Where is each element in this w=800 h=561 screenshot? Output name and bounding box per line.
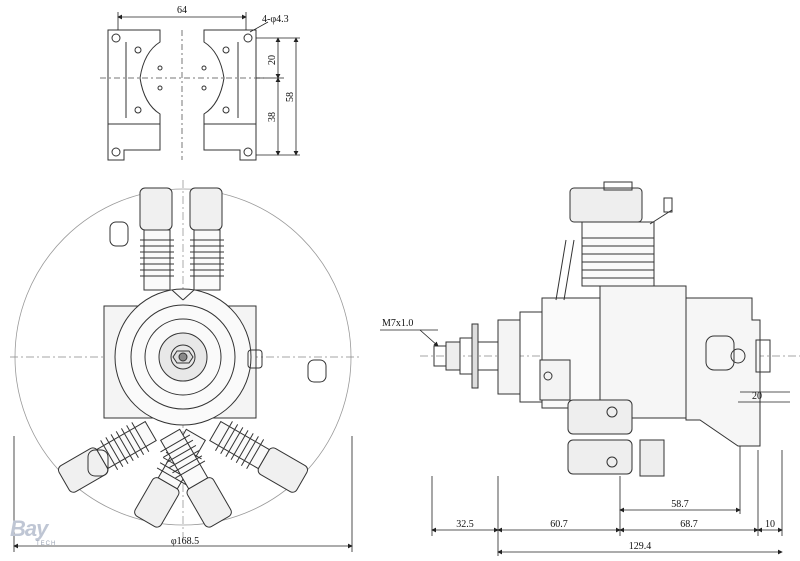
lower-right-cylinders xyxy=(209,420,309,493)
dim-flange-width: 64 xyxy=(177,5,187,16)
dim-mount-depth: 58.7 xyxy=(671,499,689,510)
dim-outer-diameter: φ168.5 xyxy=(171,536,199,547)
dim-flange-to-mid: 60.7 xyxy=(550,519,568,530)
top-right-cylinder xyxy=(171,187,224,301)
dim-flange-height: 58 xyxy=(285,92,296,102)
dim-mid-to-rear: 68.7 xyxy=(680,519,698,530)
dim-overall-length: 129.4 xyxy=(629,541,652,552)
brand-logo: Bay TECH xyxy=(8,514,60,556)
dim-thread: M7x1.0 xyxy=(382,318,413,329)
lower-left-cylinders xyxy=(57,420,157,493)
logo-text: Bay xyxy=(10,516,48,541)
dim-mount-holes: 4-φ4.3 xyxy=(262,14,289,25)
diameter-dimension xyxy=(13,436,353,552)
mount-plate-view xyxy=(100,29,264,161)
side-view-dimensions xyxy=(380,329,790,556)
lower-right-cylinder-b xyxy=(159,428,232,528)
dim-rear-plate: 10 xyxy=(765,519,775,530)
dim-rear-offset: 20 xyxy=(752,391,762,402)
mount-plate-dimensions xyxy=(117,12,300,156)
dim-prop-to-flange: 32.5 xyxy=(456,519,474,530)
dim-hole-offset: 20 xyxy=(267,55,278,65)
logo-subtext: TECH xyxy=(36,541,57,547)
top-left-cylinder xyxy=(109,187,174,291)
dim-hole-spacing: 38 xyxy=(267,112,278,122)
side-view xyxy=(420,181,800,477)
radial-front-view xyxy=(10,180,360,540)
